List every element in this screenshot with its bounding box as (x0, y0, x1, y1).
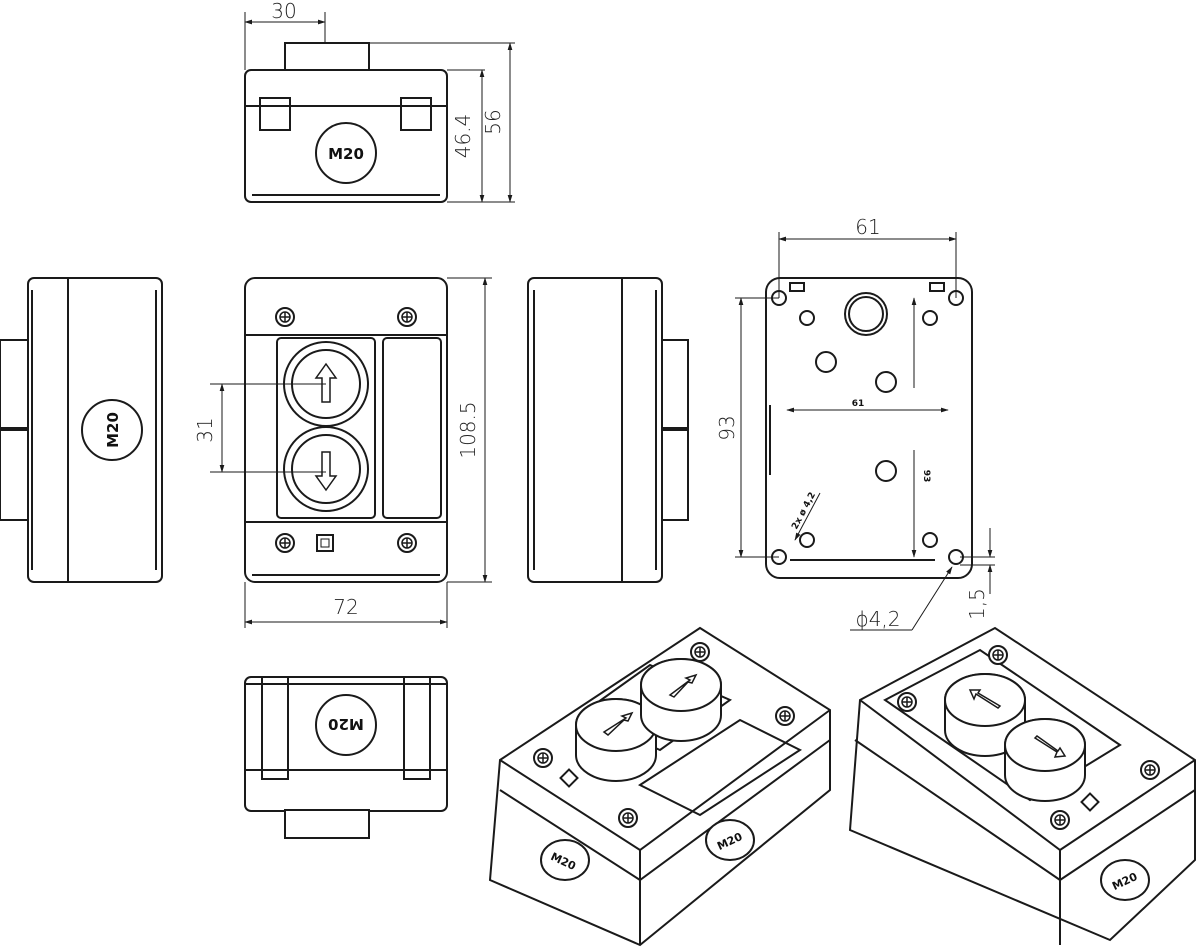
arrow-up-icon (314, 362, 338, 403)
screw-icon (275, 307, 295, 327)
rear-view (765, 277, 973, 579)
screw-icon (618, 808, 638, 828)
dim-rear-inner-height: 93 (921, 470, 931, 483)
front-dimensions (210, 277, 492, 628)
right-side-view (527, 277, 689, 583)
dim-top-depth-inner: 46.4 (451, 114, 475, 159)
square-indicator-icon (316, 534, 334, 552)
dim-rear-hole-diameter: ϕ4,2 (856, 607, 901, 631)
dim-front-pitch: 31 (193, 417, 217, 442)
gland-label-top: M20 (328, 145, 364, 163)
arrow-down-icon (314, 451, 338, 492)
dim-top-depth-total: 56 (481, 109, 505, 134)
screw-icon (897, 692, 917, 712)
screw-icon (1140, 760, 1160, 780)
screw-icon (275, 533, 295, 553)
dim-rear-offset: 1,5 (965, 588, 989, 620)
screw-icon (397, 307, 417, 327)
top-view (244, 42, 448, 203)
screw-icon (1050, 810, 1070, 830)
gland-label-left: M20 (104, 412, 122, 448)
dim-rear-height: 93 (715, 415, 739, 440)
left-side-view (0, 277, 163, 583)
dim-rear-inner-width: 61 (852, 399, 865, 409)
dim-rear-width: 61 (855, 215, 880, 239)
isometric-view-left (488, 626, 831, 947)
gland-label-bottom: M20 (328, 715, 364, 733)
top-dimensions (244, 12, 515, 203)
bottom-view (244, 676, 448, 839)
dim-front-height: 108.5 (456, 401, 480, 458)
dim-front-width: 72 (333, 595, 358, 619)
dim-top-width: 30 (271, 0, 296, 23)
screw-icon (397, 533, 417, 553)
screw-icon (533, 748, 553, 768)
screw-icon (775, 706, 795, 726)
front-view (244, 277, 448, 583)
screw-icon (988, 645, 1008, 665)
isometric-view-right (848, 626, 1196, 945)
rear-dimensions (735, 232, 995, 631)
screw-icon (690, 642, 710, 662)
